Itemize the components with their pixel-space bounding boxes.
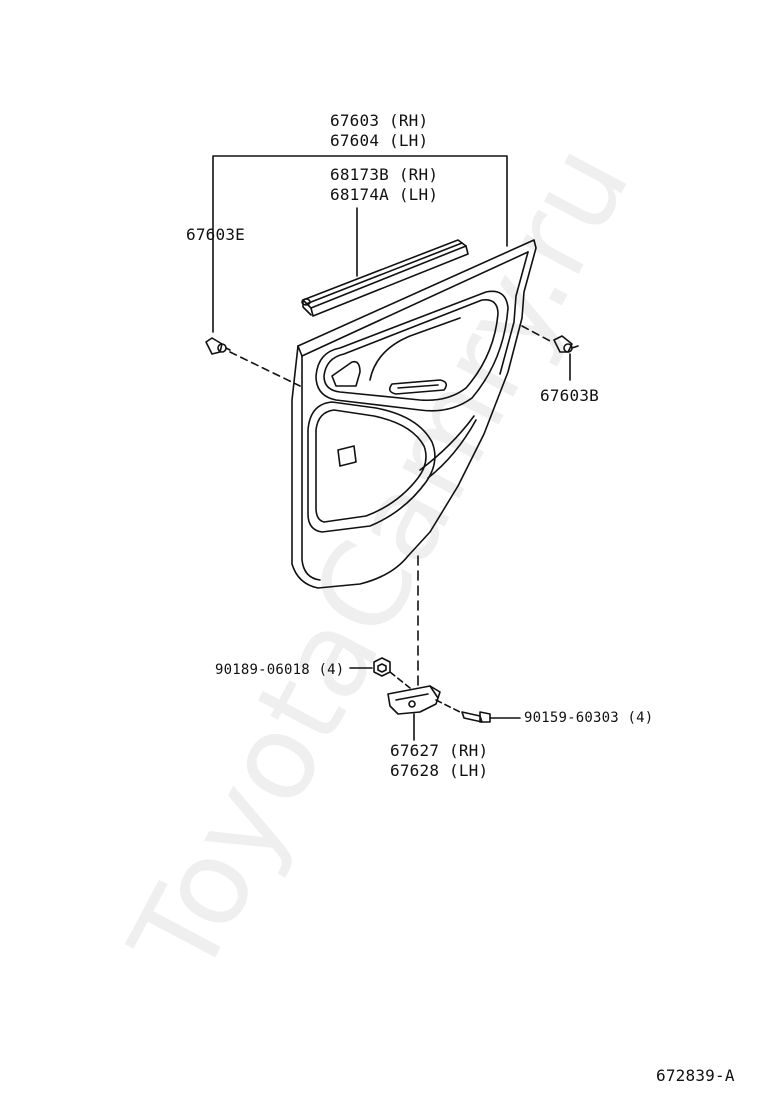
label-clip-e: 67603E — [186, 225, 245, 244]
nut-icon — [373, 657, 391, 677]
label-weatherstrip-rh: 68173B (RH) — [330, 165, 439, 184]
label-nut: 90189-06018 (4) — [215, 662, 345, 678]
leader-clip-b-dash — [521, 325, 553, 343]
door-trim-panel-icon — [291, 239, 537, 589]
clip-b-icon — [553, 335, 579, 353]
label-screw: 90159-60303 (4) — [524, 710, 654, 726]
label-bracket-lh: 67628 (LH) — [390, 761, 489, 780]
label-weatherstrip-lh: 68174A (LH) — [330, 185, 439, 204]
weatherstrip-icon — [301, 239, 469, 317]
leader-screw-dash — [435, 699, 461, 713]
label-clip-b: 67603B — [540, 386, 599, 405]
screw-icon — [461, 711, 491, 723]
leader-bracket — [212, 155, 508, 333]
leader-nut-dash — [389, 671, 411, 689]
label-panel-lh: 67604 (LH) — [330, 131, 429, 150]
leader-clip-e — [229, 351, 301, 387]
clip-e-icon — [205, 337, 231, 355]
label-panel-rh: 67603 (RH) — [330, 111, 429, 130]
figure-id: 672839-A — [656, 1066, 735, 1085]
label-bracket-rh: 67627 (RH) — [390, 741, 489, 760]
bracket-icon — [387, 685, 441, 715]
